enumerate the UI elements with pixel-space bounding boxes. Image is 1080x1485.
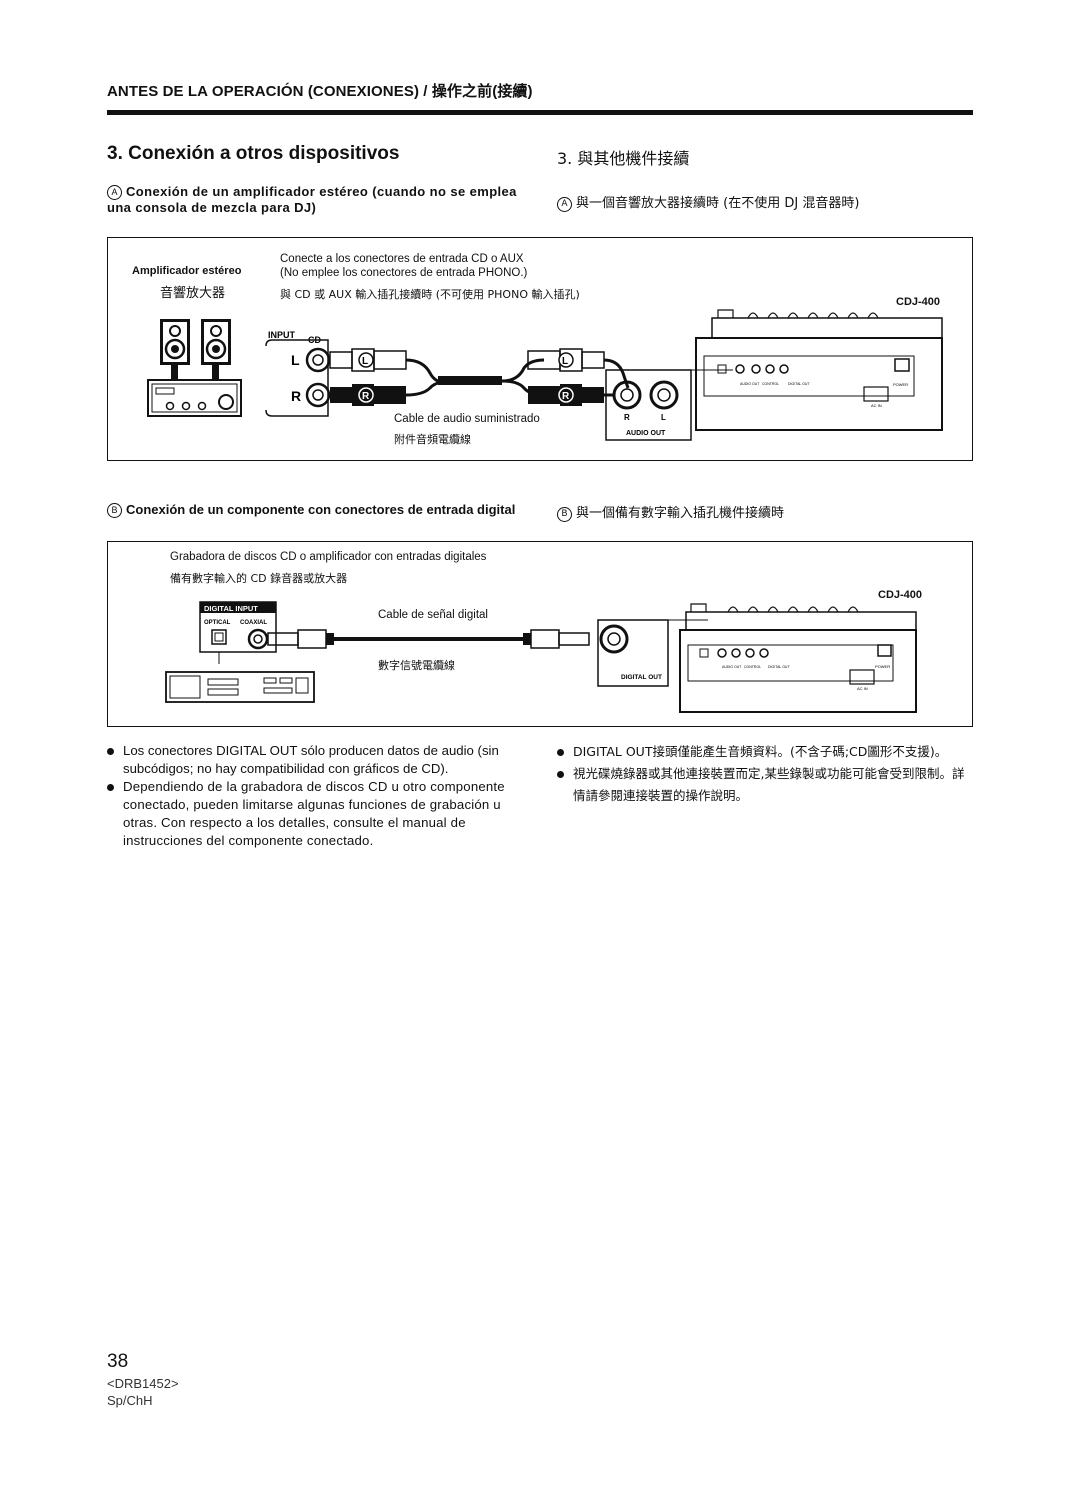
bullet-icon: [557, 771, 564, 778]
connect-note-2: (No emplee los conectores de entrada PHO…: [280, 267, 528, 279]
connect-note-zh: 與 CD 或 AUX 輸入插孔接續時 (不可使用 PHONO 輸入插孔): [280, 288, 580, 301]
diagram-a-art: INPUT CD L R L R: [147, 309, 943, 441]
panel-digital-out-b: DIGITAL OUT: [768, 665, 790, 669]
subsection-b-zh-text: 與一個備有數字輸入插孔機件接續時: [576, 506, 785, 521]
note-zh-item: 視光碟燒錄器或其他連接裝置而定,某些錄製或功能可能會受到限制。詳情請參閱連接裝置…: [557, 763, 975, 807]
panel-control-b: CONTROL: [744, 665, 761, 669]
subsection-a-zh-text: 與一個音響放大器接續時 (在不使用 DJ 混音器時): [576, 196, 860, 211]
panel-audio-out: AUDIO OUT: [740, 382, 760, 386]
digital-input-panel: DIGITAL INPUT OPTICAL COAXIAL: [199, 601, 277, 664]
recorder-label-zh: 備有數字輸入的 CD 錄音器或放大器: [170, 572, 348, 585]
cable-label-b-zh: 數字信號電纜線: [378, 659, 455, 672]
digital-out-jack: DIGITAL OUT: [597, 619, 708, 687]
recorder-label-es: Grabadora de discos CD o amplificador co…: [170, 551, 487, 563]
bullet-icon: [107, 784, 114, 791]
cdj-unit: AUDIO OUT CONTROL DIGITAL OUT POWER AC I…: [695, 309, 943, 431]
audio-out-label: AUDIO OUT: [626, 430, 666, 437]
subsection-b-zh: B 與一個備有數字輸入插孔機件接續時: [557, 502, 784, 522]
diagram-a: Amplificador estéreo 音響放大器 Conecte a los…: [107, 237, 973, 461]
device-label-a: CDJ-400: [896, 296, 941, 308]
diagram-b-art: DIGITAL INPUT OPTICAL COAXIAL: [165, 601, 917, 713]
optical-label: OPTICAL: [204, 620, 231, 626]
svg-text:L: L: [562, 356, 568, 367]
svg-text:R: R: [362, 391, 370, 402]
notes-es: Los conectores DIGITAL OUT sólo producen…: [107, 742, 522, 850]
panel-acin: AC IN: [871, 403, 882, 408]
note-es-item: Los conectores DIGITAL OUT sólo producen…: [107, 742, 522, 778]
panel-power: POWER: [893, 382, 908, 387]
svg-text:R: R: [562, 391, 570, 402]
note-zh-text: DIGITAL OUT接頭僅能產生音頻資料。(不含子碼;CD圖形不支援)。: [573, 744, 948, 759]
amplifier-icon: [147, 379, 242, 417]
marker-a: A: [107, 185, 122, 200]
out-r-label: R: [624, 413, 630, 422]
coaxial-label: COAXIAL: [240, 620, 267, 626]
device-label-b: CDJ-400: [878, 589, 923, 601]
input-label: INPUT: [268, 330, 296, 340]
rca-cable: L R L R: [329, 348, 630, 406]
section-title-zh: 3. 與其他機件接續: [557, 149, 690, 168]
header-rule: [107, 110, 973, 115]
panel-audio-out-b: AUDIO OUT: [722, 665, 742, 669]
panel-power-b: POWER: [875, 664, 890, 669]
jack-r-label: R: [291, 388, 301, 404]
subsection-b-es: B Conexión de un componente con conectore…: [107, 502, 525, 518]
amp-label-zh: 音響放大器: [160, 286, 226, 301]
out-l-label: L: [661, 413, 666, 422]
audio-out-jacks: R L AUDIO OUT: [605, 369, 733, 441]
cable-label-b: Cable de señal digital: [378, 609, 488, 621]
jack-l-label: L: [291, 352, 300, 368]
subsection-b-text: Conexión de un componente con conectores…: [126, 502, 516, 517]
page-header: ANTES DE LA OPERACIÓN (CONEXIONES) / 操作之…: [107, 83, 533, 100]
marker-b: B: [107, 503, 122, 518]
marker-b-zh: B: [557, 507, 572, 522]
cdj-unit-b: AUDIO OUT CONTROL DIGITAL OUT POWER AC I…: [679, 603, 917, 713]
doc-code: <DRB1452>: [107, 1376, 179, 1391]
speaker-icon: [160, 319, 190, 379]
subsection-a-text: Conexión de un amplificador estéreo (cua…: [107, 184, 517, 215]
speaker-icon: [201, 319, 231, 379]
svg-text:L: L: [362, 356, 368, 367]
input-panel: INPUT CD L R: [265, 330, 331, 417]
page-number: 38: [107, 1351, 129, 1372]
panel-digital-out: DIGITAL OUT: [788, 382, 810, 386]
panel-control: CONTROL: [762, 382, 779, 386]
digital-out-label: DIGITAL OUT: [621, 674, 662, 681]
notes-zh: DIGITAL OUT接頭僅能產生音頻資料。(不含子碼;CD圖形不支援)。 視光…: [557, 741, 975, 807]
note-es-text: Los conectores DIGITAL OUT sólo producen…: [123, 743, 499, 776]
cable-label-a: Cable de audio suministrado: [394, 413, 540, 425]
note-es-text: Dependiendo de la grabadora de discos CD…: [123, 779, 505, 848]
cd-recorder-icon: [165, 671, 315, 703]
bullet-icon: [557, 749, 564, 756]
connect-note-1: Conecte a los conectores de entrada CD o…: [280, 253, 524, 265]
note-zh-text: 視光碟燒錄器或其他連接裝置而定,某些錄製或功能可能會受到限制。詳情請參閱連接裝置…: [573, 766, 965, 803]
note-es-item: Dependiendo de la grabadora de discos CD…: [107, 778, 522, 850]
subsection-a-zh: A 與一個音響放大器接續時 (在不使用 DJ 混音器時): [557, 192, 859, 212]
diagram-b: Grabadora de discos CD o amplificador co…: [107, 541, 973, 727]
coax-cable: [267, 629, 590, 649]
bullet-icon: [107, 748, 114, 755]
amp-label-es: Amplificador estéreo: [132, 265, 242, 277]
marker-a-zh: A: [557, 197, 572, 212]
panel-acin-b: AC IN: [857, 686, 868, 691]
digital-input-label: DIGITAL INPUT: [204, 604, 258, 613]
note-zh-item: DIGITAL OUT接頭僅能產生音頻資料。(不含子碼;CD圖形不支援)。: [557, 741, 975, 763]
cable-label-a-zh: 附件音頻電纜線: [394, 433, 471, 446]
language-code: Sp/ChH: [107, 1393, 153, 1408]
section-title-es: 3. Conexión a otros dispositivos: [107, 143, 400, 164]
